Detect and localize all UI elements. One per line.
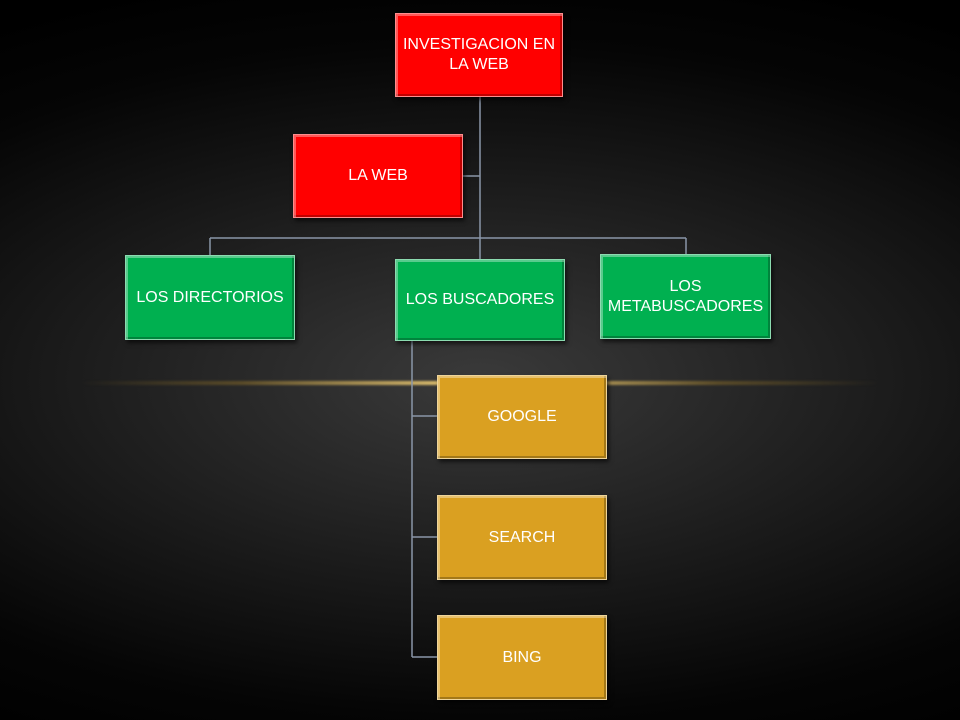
- la-web-node: LA WEB: [293, 134, 463, 218]
- search-node: SEARCH: [437, 495, 607, 580]
- google-label: GOOGLE: [487, 408, 557, 425]
- buscadores-label: LOS BUSCADORES: [405, 291, 555, 308]
- buscadores-node: LOS BUSCADORES: [395, 259, 565, 341]
- metabuscadores-node: LOS METABUSCADORES: [600, 254, 771, 339]
- la-web-label: LA WEB: [348, 167, 408, 184]
- directorios-node: LOS DIRECTORIOS: [125, 255, 295, 340]
- metabuscadores-label: LOS METABUSCADORES: [607, 277, 764, 315]
- directorios-label: LOS DIRECTORIOS: [136, 288, 284, 306]
- root-label: INVESTIGACION EN LA WEB: [402, 36, 556, 73]
- bing-label: BING: [502, 648, 542, 666]
- google-node: GOOGLE: [437, 375, 607, 459]
- bing-node: BING: [437, 615, 607, 700]
- search-label: SEARCH: [488, 528, 556, 546]
- root-node: INVESTIGACION EN LA WEB: [395, 13, 563, 97]
